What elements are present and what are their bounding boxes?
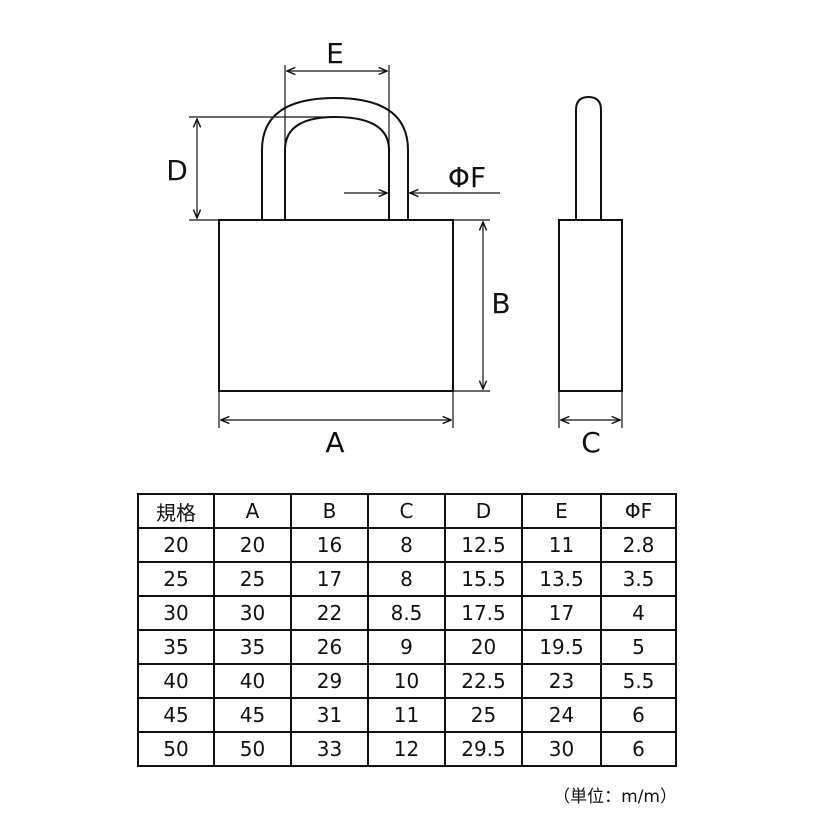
shackle-outer	[261, 96, 409, 220]
header-c: C	[367, 493, 446, 529]
shackle-inner	[284, 115, 390, 220]
table-cell: 15.5	[444, 561, 523, 597]
table-cell: 13.5	[521, 561, 602, 597]
table-cell: 50	[137, 731, 215, 767]
table-cell: 29	[290, 663, 369, 699]
table-cell: 45	[137, 697, 215, 733]
header-b: B	[290, 493, 369, 529]
table-cell: 5.5	[600, 663, 677, 699]
table-cell: 8	[367, 561, 446, 597]
table-cell: 22.5	[444, 663, 523, 699]
table-cell: 12.5	[444, 527, 523, 563]
header-size: 規格	[137, 493, 215, 529]
dimension-d	[189, 116, 335, 221]
table-cell: 22	[290, 595, 369, 631]
table-cell: 3.5	[600, 561, 677, 597]
table-cell: 6	[600, 697, 677, 733]
table-cell: 40	[213, 663, 292, 699]
dimension-b	[453, 219, 490, 392]
table-cell: 20	[213, 527, 292, 563]
header-a: A	[213, 493, 292, 529]
table-cell: 11	[367, 697, 446, 733]
table-cell: 17	[521, 595, 602, 631]
label-e: E	[326, 37, 344, 70]
table-cell: 19.5	[521, 629, 602, 665]
table-cell: 9	[367, 629, 446, 665]
table-cell: 30	[213, 595, 292, 631]
table-cell: 50	[213, 731, 292, 767]
label-f: ΦF	[448, 161, 486, 194]
table-cell: 11	[521, 527, 602, 563]
table-cell: 29.5	[444, 731, 523, 767]
header-e: E	[521, 493, 602, 529]
table-cell: 17	[290, 561, 369, 597]
table-cell: 30	[137, 595, 215, 631]
unit-note: （単位：m/m）	[553, 787, 677, 807]
lock-body-side	[558, 219, 623, 392]
table-cell: 25	[213, 561, 292, 597]
header-f: ΦF	[600, 493, 677, 529]
table-cell: 20	[137, 527, 215, 563]
table-cell: 5	[600, 629, 677, 665]
header-d: D	[444, 493, 523, 529]
shackle-side	[575, 95, 602, 220]
table-cell: 2.8	[600, 527, 677, 563]
table-cell: 17.5	[444, 595, 523, 631]
table-cell: 12	[367, 731, 446, 767]
dimension-c	[558, 391, 623, 428]
table-cell: 8.5	[367, 595, 446, 631]
table-cell: 35	[213, 629, 292, 665]
lock-body	[218, 219, 454, 392]
table-cell: 6	[600, 731, 677, 767]
table-cell: 30	[521, 731, 602, 767]
dimension-a	[218, 391, 454, 428]
table-cell: 4	[600, 595, 677, 631]
padlock-drawing: E D ΦF B A C	[166, 37, 623, 459]
table-cell: 26	[290, 629, 369, 665]
table-cell: 8	[367, 527, 446, 563]
table-cell: 35	[137, 629, 215, 665]
table-cell: 25	[137, 561, 215, 597]
label-a: A	[325, 426, 344, 459]
table-cell: 25	[444, 697, 523, 733]
table-cell: 24	[521, 697, 602, 733]
table-cell: 31	[290, 697, 369, 733]
table-cell: 33	[290, 731, 369, 767]
dimension-e	[284, 65, 390, 150]
table-cell: 16	[290, 527, 369, 563]
padlock-side-view	[558, 95, 623, 392]
table-cell: 40	[137, 663, 215, 699]
label-b: B	[491, 287, 510, 320]
table-cell: 45	[213, 697, 292, 733]
table-cell: 10	[367, 663, 446, 699]
table-header-row: 規格 A B C D E ΦF	[137, 493, 677, 529]
table-cell: 20	[444, 629, 523, 665]
label-d: D	[166, 154, 188, 187]
padlock-front-view	[218, 96, 454, 392]
label-c: C	[581, 426, 601, 459]
table-cell: 23	[521, 663, 602, 699]
